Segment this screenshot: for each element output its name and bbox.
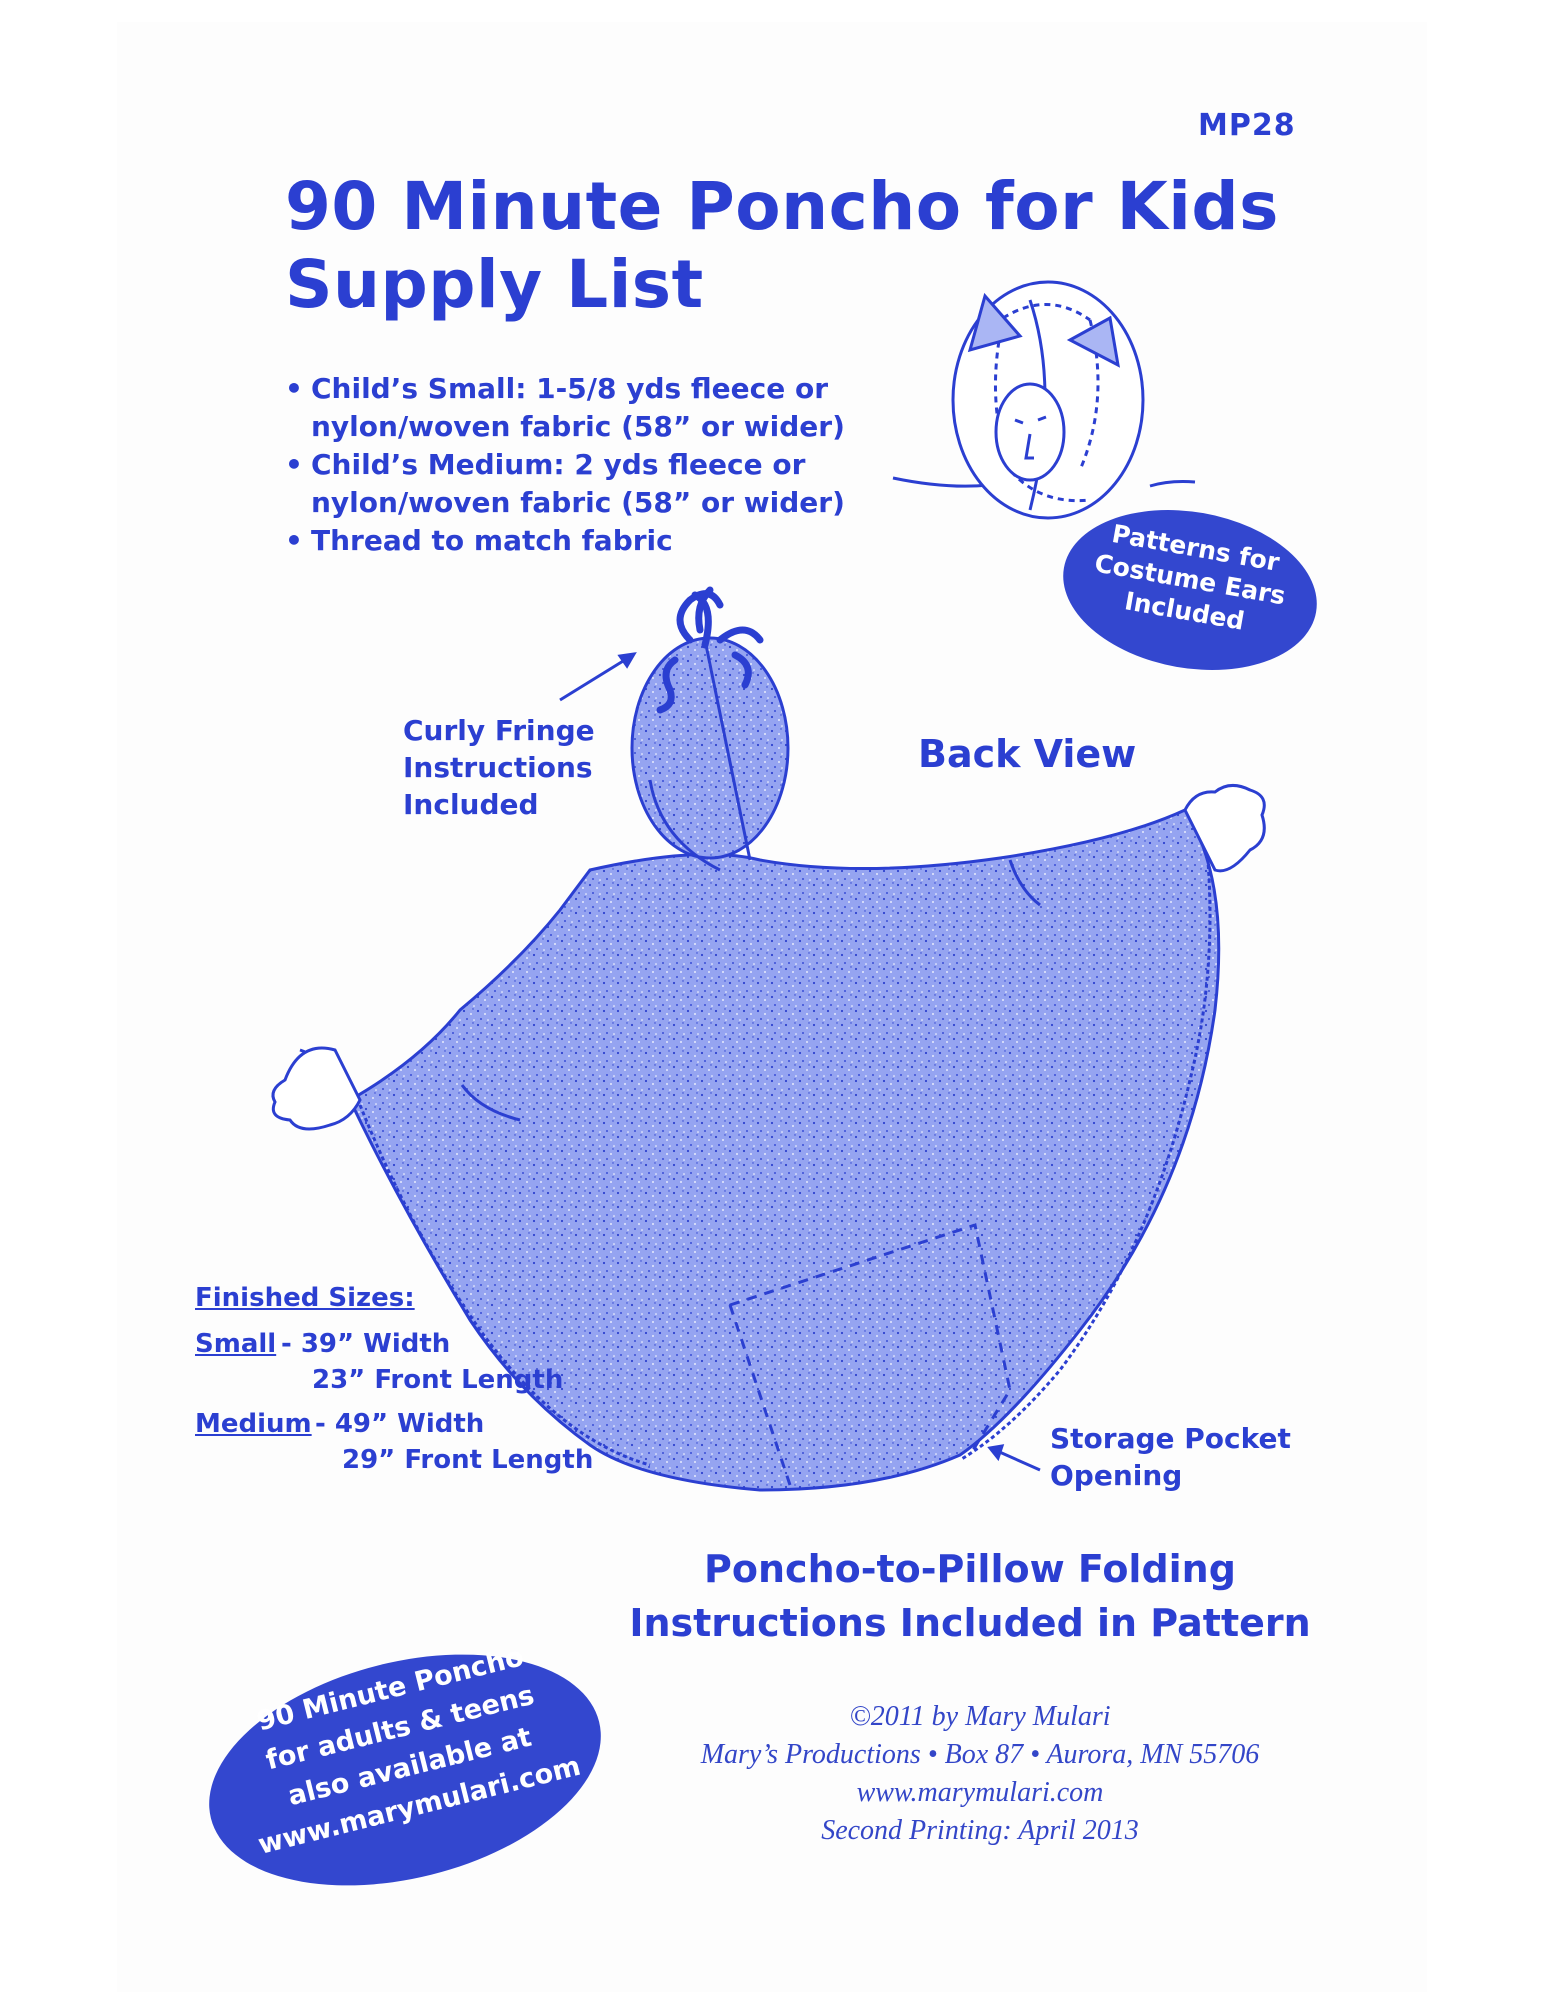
adults-badge [209,1654,601,1886]
hands [271,784,1266,1131]
page-title: 90 Minute Poncho for Kids Supply List [285,168,1279,324]
pattern-code: MP28 [1198,108,1296,143]
folding-line: Poncho-to-Pillow Folding [704,1547,1236,1591]
title-line-1: 90 Minute Poncho for Kids [285,168,1279,245]
supply-item: Child’s Medium: 2 yds fleece or nylon/wo… [285,446,845,522]
supply-item: Thread to match fabric [285,522,845,560]
finished-sizes-heading: Finished Sizes: [195,1283,415,1313]
size-width: - 39” Width [281,1329,451,1359]
callout-line: Storage Pocket [1050,1422,1291,1455]
supply-item-text: nylon/woven fabric (58” or wider) [311,486,845,519]
size-row-small: Small - 39” Width [195,1326,593,1362]
size-label: Small [195,1329,277,1359]
callout-line: Curly Fringe [403,714,595,747]
callout-line: Opening [1050,1459,1183,1492]
supply-item-text: Child’s Medium: 2 yds fleece or [311,448,806,481]
size-length: 29” Front Length [342,1445,594,1475]
copyright-line: ©2011 by Mary Mulari [849,1701,1111,1732]
publisher-credits: ©2011 by Mary Mulari Mary’s Productions … [600,1698,1360,1850]
supply-list: Child’s Small: 1-5/8 yds fleece or nylon… [285,370,845,560]
folding-line: Instructions Included in Pattern [629,1601,1311,1645]
website-line: www.marymulari.com [856,1777,1104,1808]
curly-fringe [656,586,764,714]
size-width: - 49” Width [315,1409,485,1439]
supply-item: Child’s Small: 1-5/8 yds fleece or nylon… [285,370,845,446]
hood-illustration [892,280,1196,520]
supply-item-text: nylon/woven fabric (58” or wider) [311,410,845,443]
storage-pocket-callout: Storage Pocket Opening [1050,1420,1291,1494]
callout-arrows [559,652,1041,1472]
size-label: Medium [195,1409,312,1439]
finished-sizes: Finished Sizes: Small - 39” Width 23” Fr… [195,1280,593,1478]
ears-badge [1063,510,1317,670]
supply-item-text: Child’s Small: 1-5/8 yds fleece or [311,372,829,405]
callout-line: Instructions [403,751,593,784]
curly-fringe-callout: Curly Fringe Instructions Included [403,712,595,823]
back-view-label: Back View [918,732,1137,776]
address-line: Mary’s Productions • Box 87 • Aurora, MN… [700,1739,1260,1770]
folding-note: Poncho-to-Pillow Folding Instructions In… [560,1542,1380,1650]
title-line-2: Supply List [285,246,704,323]
callout-line: Included [403,788,539,821]
size-length: 23” Front Length [312,1365,564,1395]
size-row-medium: Medium - 49” Width [195,1406,593,1442]
printing-line: Second Printing: April 2013 [821,1815,1139,1846]
supply-item-text: Thread to match fabric [311,524,673,557]
